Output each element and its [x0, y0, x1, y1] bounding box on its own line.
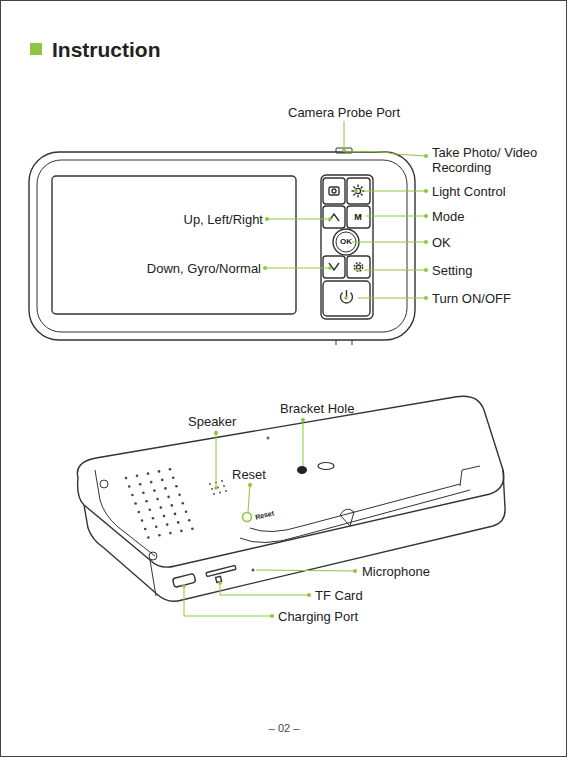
- callout-label: OK: [432, 235, 451, 250]
- speaker-hole: [172, 476, 175, 479]
- callout-label: Bracket Hole: [280, 401, 354, 416]
- speaker-hole: [138, 511, 141, 514]
- speaker-hole: [153, 489, 156, 492]
- speaker-hole: [225, 490, 227, 492]
- speaker-hole: [150, 481, 153, 484]
- speaker-hole: [161, 479, 164, 482]
- speaker-hole: [125, 477, 128, 480]
- front-view: [29, 148, 415, 345]
- callout-label: Down, Gyro/Normal: [147, 261, 261, 276]
- speaker-hole: [139, 483, 142, 486]
- callout-label: Reset: [232, 467, 266, 482]
- callout-label: Setting: [432, 263, 472, 278]
- speaker-hole: [156, 498, 159, 501]
- speaker-hole: [145, 500, 148, 503]
- page-title: Instruction: [52, 38, 161, 62]
- speaker-hole: [209, 483, 211, 485]
- speaker-hole: [178, 493, 181, 496]
- callout-label: Up, Left/Right: [184, 212, 264, 227]
- speaker-hole: [167, 496, 170, 499]
- speaker-hole: [147, 472, 150, 475]
- microphone-hole: [252, 569, 255, 572]
- callout-label: Mode: [432, 209, 465, 224]
- speaker-hole: [211, 488, 213, 490]
- speaker-hole: [158, 470, 161, 473]
- callout-label: Charging Port: [278, 609, 358, 624]
- speaker-hole: [223, 485, 225, 487]
- bracket-hole: [297, 466, 307, 474]
- speaker-hole: [144, 528, 147, 531]
- speaker-hole: [221, 480, 223, 482]
- device-marking: OK: [340, 237, 352, 247]
- speaker-hole: [180, 530, 183, 533]
- callout-label: Turn ON/OFF: [432, 291, 511, 306]
- leader-lines: [184, 418, 354, 616]
- speaker-hole: [136, 475, 139, 478]
- callout-label: Microphone: [362, 564, 430, 579]
- device-marking: M: [354, 212, 362, 223]
- speaker-hole: [158, 534, 161, 537]
- speaker-hole: [185, 510, 188, 513]
- speaker-hole: [147, 536, 150, 539]
- speaker-hole: [131, 494, 134, 497]
- leader-dots: [263, 148, 428, 300]
- callout-label: Speaker: [188, 414, 236, 429]
- speaker-hole: [188, 519, 191, 522]
- speaker-hole: [175, 485, 178, 488]
- speaker-hole: [160, 506, 163, 509]
- speaker-holes: [125, 468, 227, 539]
- speaker-hole: [213, 493, 215, 495]
- speaker-hole: [164, 487, 167, 490]
- speaker-hole: [128, 485, 131, 488]
- callout-label: TF Card: [315, 588, 363, 603]
- speaker-hole: [174, 513, 177, 516]
- speaker-hole: [163, 515, 166, 518]
- callout-label: Camera Probe Port: [288, 105, 400, 120]
- callout-label: Take Photo/ Video Recording: [432, 145, 550, 175]
- page-number: – 02 –: [269, 722, 300, 735]
- device-marking: Reset: [254, 508, 275, 521]
- speaker-hole: [177, 521, 180, 524]
- speaker-hole: [142, 492, 145, 495]
- speaker-hole: [149, 509, 152, 512]
- leader-lines: [265, 121, 426, 298]
- speaker-hole: [169, 468, 172, 471]
- speaker-hole: [155, 526, 158, 529]
- speaker-hole: [152, 517, 155, 520]
- back-view: [77, 396, 505, 601]
- speaker-hole: [191, 527, 194, 530]
- speaker-hole: [134, 502, 137, 505]
- speaker-hole: [166, 523, 169, 526]
- speaker-hole: [171, 504, 174, 507]
- speaker-hole: [182, 502, 185, 505]
- speaker-hole: [169, 532, 172, 535]
- speaker-hole: [219, 492, 221, 494]
- callout-label: Light Control: [432, 184, 506, 199]
- title-marker: [30, 43, 42, 55]
- speaker-hole: [141, 519, 144, 522]
